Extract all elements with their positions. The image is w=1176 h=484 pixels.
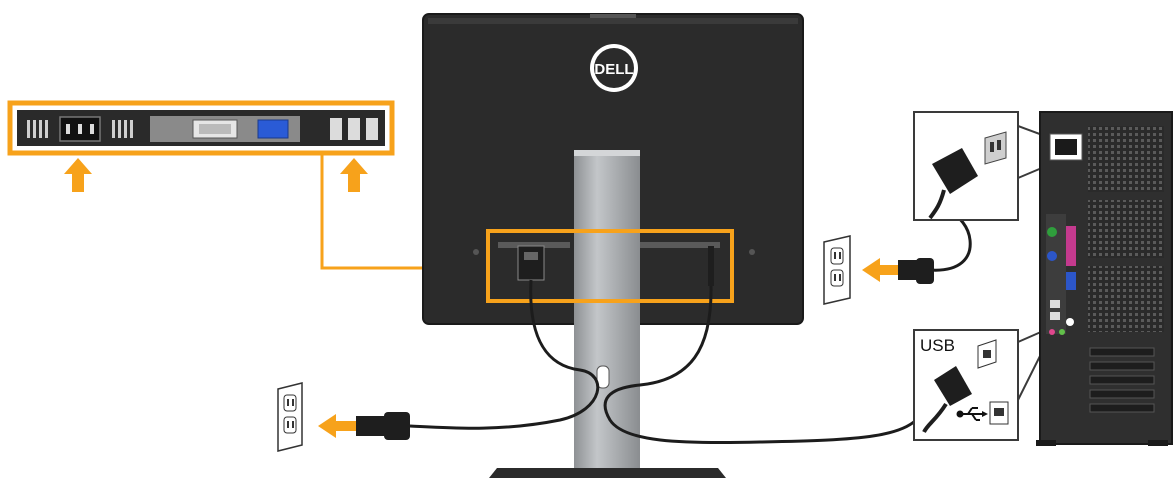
pc-power-callout (913, 111, 1057, 221)
ps2-port-blue (1047, 251, 1057, 261)
monitor-port-highlight (486, 229, 734, 303)
usb-port (1050, 312, 1060, 320)
wall-outlet-icon (823, 235, 851, 305)
cable-clip (596, 365, 610, 389)
expansion-slots (1089, 347, 1155, 413)
pc-usb-callout: USB (913, 327, 1051, 441)
ps2-port-green (1047, 227, 1057, 237)
arrow-icon (64, 158, 92, 192)
dvi-port-icon (192, 119, 238, 139)
vent-slots-middle (112, 120, 133, 138)
monitor-power-plug (517, 245, 545, 281)
dell-logo: DELL (590, 44, 638, 92)
vesa-screw (473, 249, 479, 255)
pc-power-socket (1049, 133, 1083, 161)
power-plug-icon (898, 258, 934, 284)
computer-tower (1036, 111, 1173, 446)
power-socket-icon (984, 131, 1007, 165)
usb-port-icon (977, 339, 997, 369)
monitor-port-area (498, 242, 720, 286)
serial-port (1066, 272, 1076, 290)
vent-grille (1088, 200, 1164, 258)
arrow-icon (862, 258, 898, 282)
usb-ports-icon (330, 118, 378, 140)
audio-port (1066, 318, 1074, 326)
wall-outlet-icon (277, 382, 303, 452)
monitor-usb-plug (708, 246, 714, 286)
vent-slots-left (27, 120, 48, 138)
usb-plug-icon (922, 366, 972, 433)
power-cable (409, 279, 600, 430)
power-plug-icon (928, 148, 978, 220)
vent-grille (1088, 126, 1164, 192)
power-plug-icon (356, 412, 410, 440)
usb-label: USB (920, 336, 955, 355)
usb-port (1050, 300, 1060, 308)
usb-cable (603, 285, 926, 445)
power-port-icon (59, 116, 101, 142)
monitor-stand (489, 150, 726, 478)
parallel-port (1066, 226, 1076, 266)
brand-logo-text: DELL (594, 61, 633, 78)
usb-symbol-icon (956, 407, 988, 421)
vesa-screw (749, 249, 755, 255)
vent-grille (1088, 266, 1164, 332)
arrow-icon (340, 158, 368, 192)
usb-port-icon (989, 401, 1009, 425)
arrow-icon (318, 414, 356, 438)
vga-port-icon (257, 119, 289, 139)
port-panel-callout (7, 100, 488, 270)
audio-port-green (1059, 329, 1065, 335)
audio-port-pink (1049, 329, 1055, 335)
